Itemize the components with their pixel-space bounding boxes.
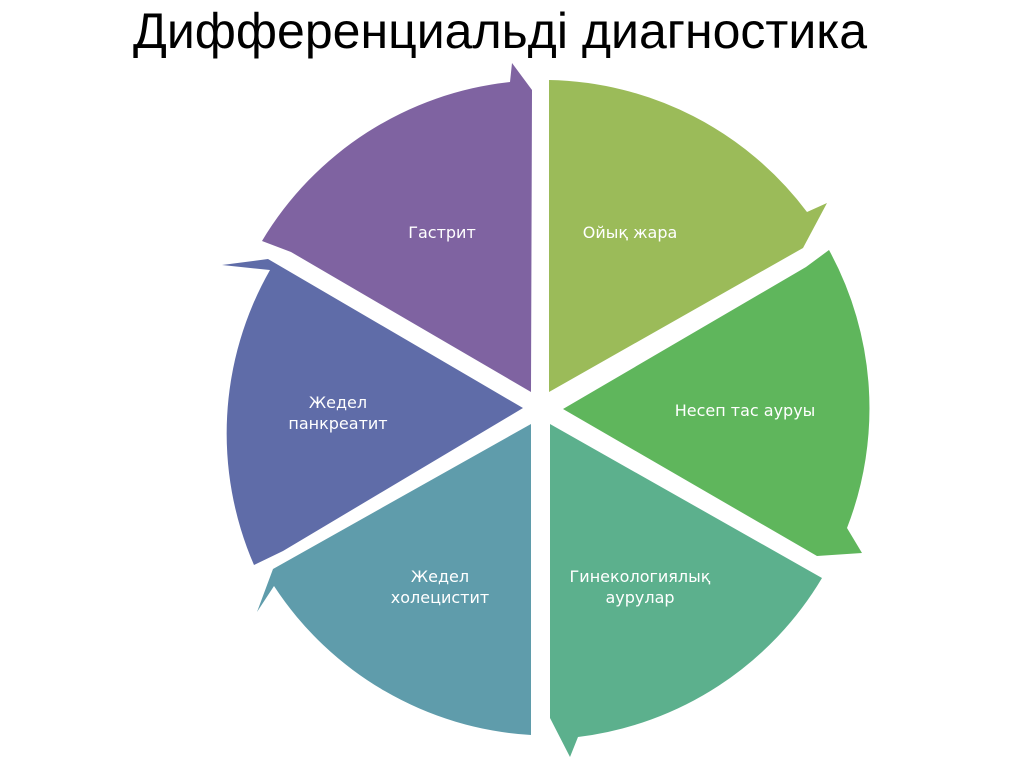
label-cholecystitis: Жедел холецистит [390,567,490,607]
segment-pancreatitis [222,259,523,565]
label-gynecological: Гинекологиялық аурулар [569,567,711,607]
label-nesep-tas: Несеп тас ауруы [674,401,816,420]
label-pancreatitis: Жедел панкреатит [288,393,388,433]
segment-cholecystitis [257,424,531,735]
segment-gastritis [262,63,532,392]
label-gastritis: Гастрит [408,223,476,242]
segment-oiyk-zhara [549,80,827,392]
slide-title: Дифференциальді диагностика [132,3,868,59]
segment-gynecological [550,424,822,757]
segment-nesep-tas [563,250,870,556]
label-oiyk-zhara: Ойық жара [582,223,678,242]
